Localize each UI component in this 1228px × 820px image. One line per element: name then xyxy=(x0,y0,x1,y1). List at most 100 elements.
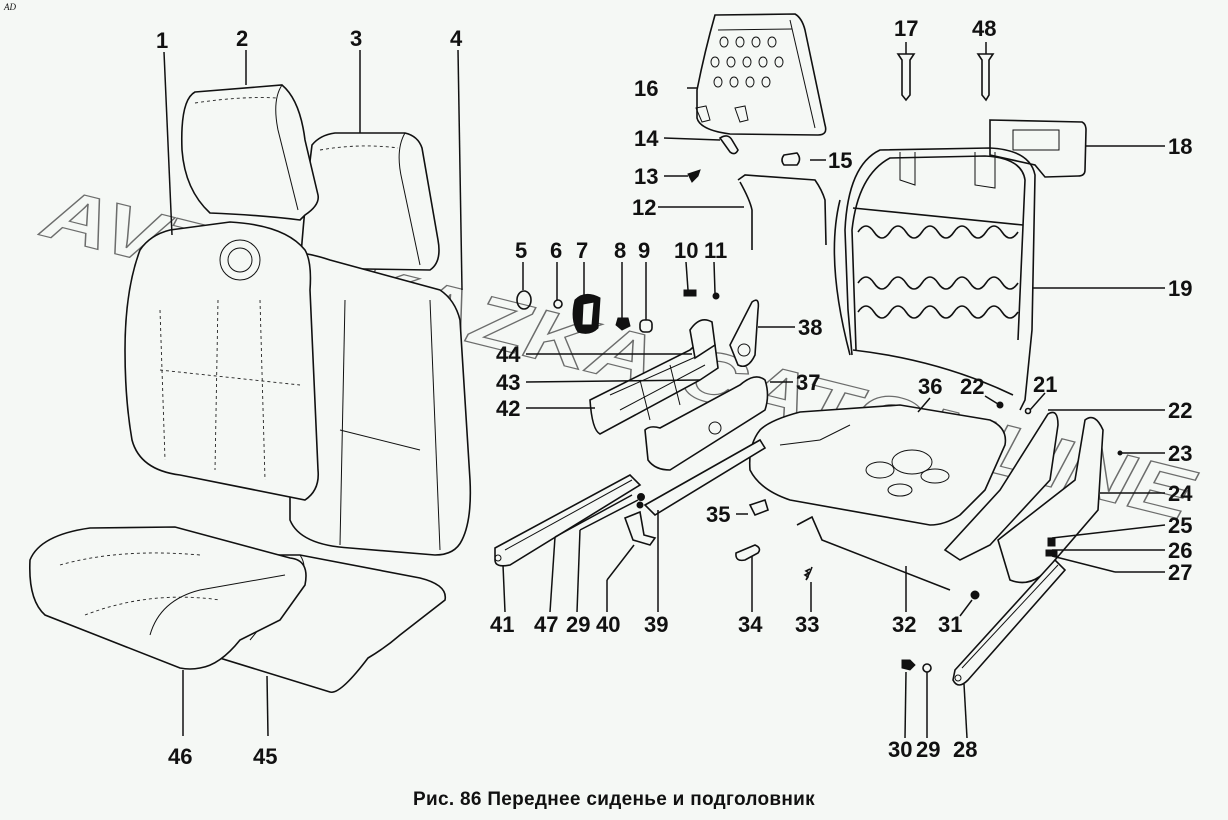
callout-7: 7 xyxy=(576,238,588,263)
callout-48: 48 xyxy=(972,16,996,41)
seat-back-assembly xyxy=(124,84,472,556)
headrest-rear xyxy=(299,132,440,271)
callout-25: 25 xyxy=(1168,513,1192,538)
seat-cushion-front xyxy=(28,526,307,670)
rail-39 xyxy=(643,438,767,517)
callout-33: 33 xyxy=(795,612,819,637)
washer-21 xyxy=(1024,407,1032,415)
callout-labels: 1 2 3 4 5 6 7 8 9 10 11 12 13 14 15 15 1… xyxy=(156,16,1193,769)
callout-36: 36 xyxy=(918,374,942,399)
washer-22a xyxy=(996,401,1004,409)
callout-12: 12 xyxy=(632,195,656,220)
callout-1: 1 xyxy=(156,28,168,53)
callout-31: 31 xyxy=(938,612,962,637)
callout-29-a: 29 xyxy=(566,612,590,637)
callout-14: 14 xyxy=(634,126,659,151)
nut-29a xyxy=(637,493,645,501)
clip-35 xyxy=(748,498,769,517)
callout-8: 8 xyxy=(614,238,626,263)
callout-10: 10 xyxy=(674,238,698,263)
callout-6: 6 xyxy=(550,238,562,263)
headrest-frame xyxy=(695,13,827,155)
corner-mark: AD xyxy=(4,2,16,12)
callout-38: 38 xyxy=(798,315,822,340)
nut-26 xyxy=(1045,549,1058,557)
callout-39: 39 xyxy=(644,612,668,637)
recliner-body-37 xyxy=(644,376,769,471)
callout-15: 15 xyxy=(828,148,852,173)
callout-4: 4 xyxy=(450,26,463,51)
seatback-frame xyxy=(833,119,1087,411)
callout-19: 19 xyxy=(1168,276,1192,301)
callout-27: 27 xyxy=(1168,560,1192,585)
callout-24: 24 xyxy=(1168,481,1193,506)
callout-18: 18 xyxy=(1168,134,1192,159)
nut-31 xyxy=(970,590,980,600)
callout-22-a: 22 xyxy=(960,374,984,399)
recliner-mechanism xyxy=(589,299,769,471)
callout-2: 2 xyxy=(236,26,248,51)
callout-35: 35 xyxy=(706,502,730,527)
seatback-front xyxy=(124,221,320,501)
callout-40: 40 xyxy=(596,612,620,637)
rail-28 xyxy=(952,558,1067,686)
headrest-core xyxy=(696,13,827,136)
callout-37: 37 xyxy=(796,370,820,395)
callout-22-b: 22 xyxy=(1168,398,1192,423)
callout-41: 41 xyxy=(490,612,514,637)
callout-23: 23 xyxy=(1168,441,1192,466)
pin-17 xyxy=(896,53,916,102)
clip-14 xyxy=(718,135,739,155)
handle-34 xyxy=(735,544,761,562)
seatback-rear xyxy=(289,252,472,556)
spring-25 xyxy=(1047,537,1056,547)
nut-11 xyxy=(712,292,720,300)
callout-42: 42 xyxy=(496,396,520,421)
nut-8 xyxy=(615,317,631,331)
headrest-guide-18 xyxy=(989,119,1087,178)
callout-3: 3 xyxy=(350,26,362,51)
bracket-24 xyxy=(943,411,1059,561)
ring-5 xyxy=(516,290,532,310)
seat-pan-36 xyxy=(748,404,1007,526)
callout-43: 43 xyxy=(496,370,520,395)
headrest-front xyxy=(180,84,320,221)
callout-21: 21 xyxy=(1033,372,1057,397)
callout-5: 5 xyxy=(515,238,527,263)
bracket-40 xyxy=(623,510,657,546)
rail-41 xyxy=(494,474,642,567)
rod-32 xyxy=(796,515,951,591)
nut-29b xyxy=(636,501,644,509)
bushing-9 xyxy=(639,319,653,333)
seat-cushion-assembly xyxy=(28,526,447,693)
figure-caption: Рис. 86 Переднее сиденье и подголовник xyxy=(413,789,815,810)
callout-47: 47 xyxy=(534,612,558,637)
callout-29-b: 29 xyxy=(916,737,940,762)
bushing-15 xyxy=(781,152,801,166)
leader-lines xyxy=(163,42,1166,739)
callout-32: 32 xyxy=(892,612,916,637)
washer-29b xyxy=(922,663,932,673)
callout-46: 46 xyxy=(168,744,192,769)
pin-23 xyxy=(1117,450,1123,456)
bolt-10 xyxy=(683,289,697,297)
callout-9: 9 xyxy=(638,238,650,263)
bolt-30 xyxy=(901,659,916,671)
wire-12 xyxy=(737,174,827,250)
pin-48 xyxy=(976,53,995,102)
callout-45: 45 xyxy=(253,744,277,769)
callout-17: 17 xyxy=(894,16,918,41)
knob-7 xyxy=(572,294,601,334)
callout-11: 11 xyxy=(704,238,727,263)
headrest-holes xyxy=(695,36,784,123)
callout-28: 28 xyxy=(953,737,977,762)
screw-13 xyxy=(687,169,701,183)
callout-13: 13 xyxy=(634,164,658,189)
callout-26: 26 xyxy=(1168,538,1192,563)
spring-33 xyxy=(803,566,813,581)
callout-44: 44 xyxy=(496,342,521,367)
hinge-plate-38 xyxy=(729,299,760,368)
callout-30: 30 xyxy=(888,737,912,762)
